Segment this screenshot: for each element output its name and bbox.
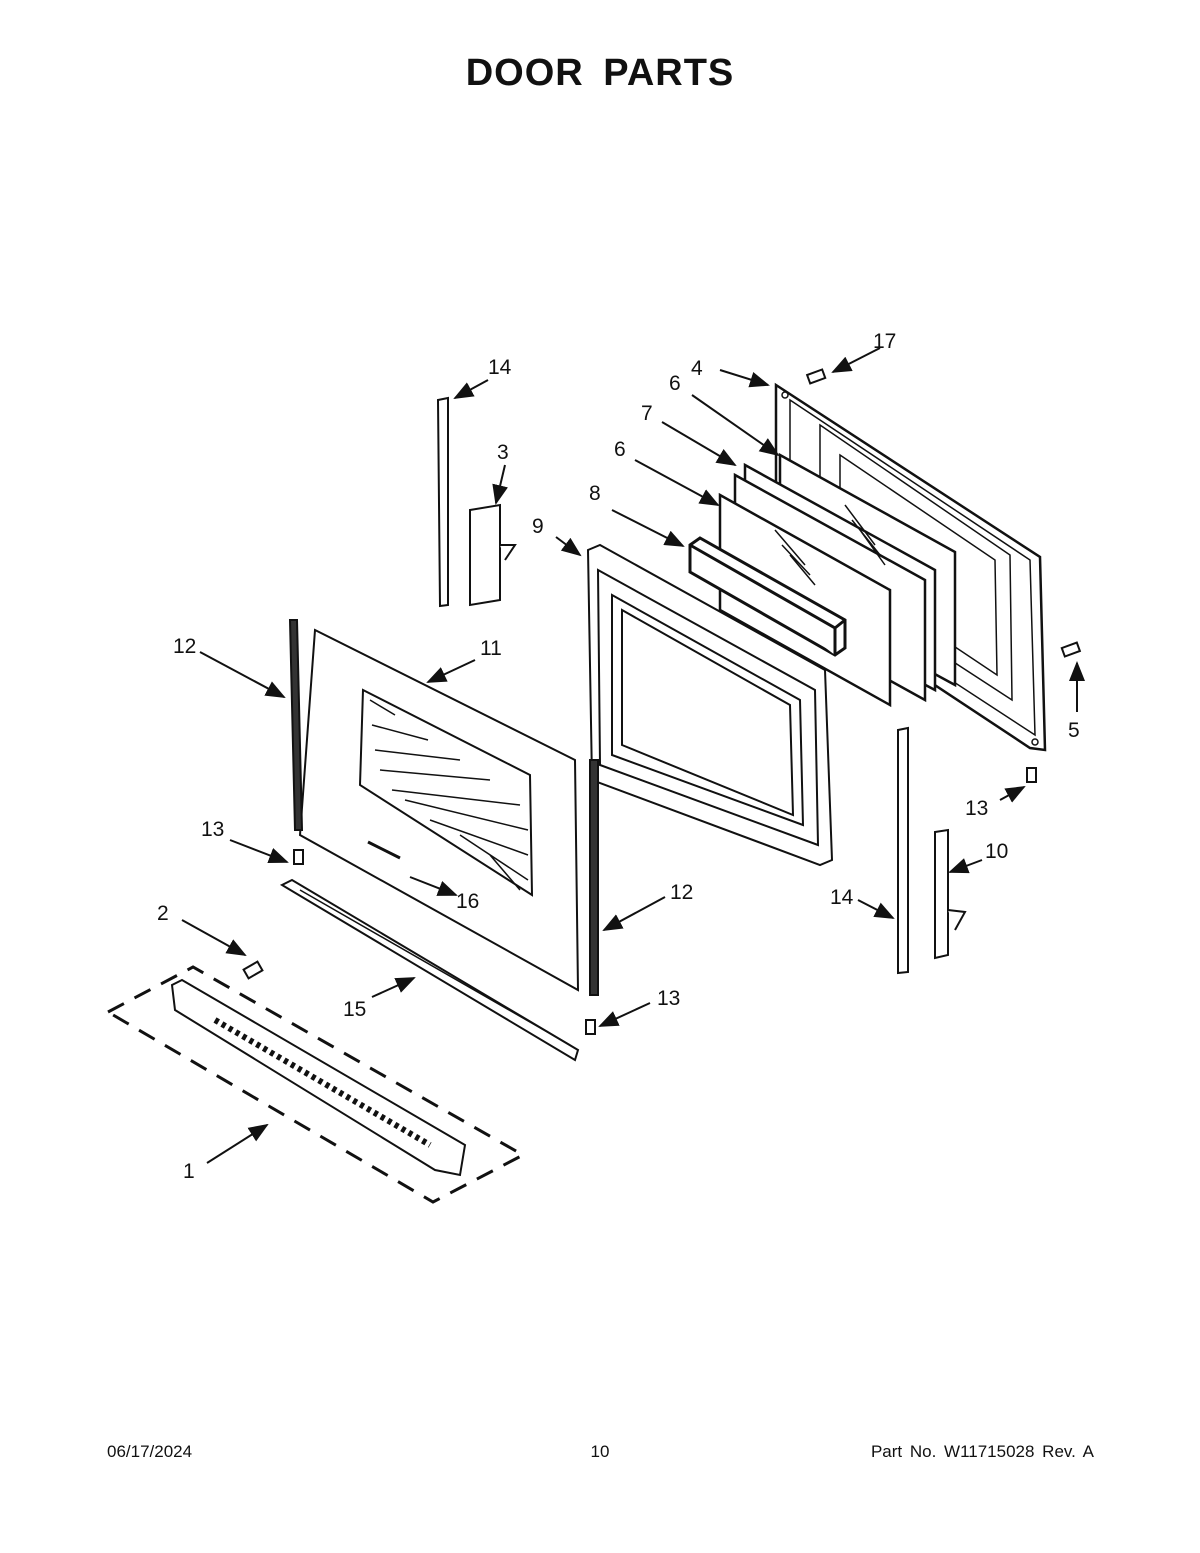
- callout-15: 15: [343, 998, 366, 1021]
- callout-17: 17: [873, 330, 896, 353]
- callout-6-lower: 6: [614, 438, 626, 461]
- callout-14-top: 14: [488, 356, 512, 379]
- callout-4: 4: [691, 357, 703, 380]
- callout-13-left: 13: [201, 818, 224, 841]
- glass-pack: [718, 452, 957, 708]
- callout-7: 7: [641, 402, 653, 425]
- vent-bracket: [279, 878, 580, 1062]
- footer-date: 06/17/2024: [107, 1442, 193, 1461]
- side-trim: [288, 619, 599, 996]
- inner-door-liner: [586, 543, 834, 867]
- callout-3: 3: [497, 441, 509, 464]
- callout-2: 2: [157, 902, 169, 925]
- callout-1: 1: [183, 1160, 195, 1183]
- callout-8: 8: [589, 482, 601, 505]
- page-title: DOOR PARTS: [465, 52, 735, 94]
- footer-page-number: 10: [590, 1442, 610, 1461]
- insulation-block: [688, 536, 847, 657]
- callout-12-right: 12: [670, 881, 693, 904]
- callout-5: 5: [1068, 719, 1080, 742]
- callout-6-upper: 6: [669, 372, 681, 395]
- callout-10: 10: [985, 840, 1008, 863]
- callout-arrows: [181, 347, 1085, 1164]
- callout-12-left: 12: [173, 635, 196, 658]
- callout-13-bottom: 13: [657, 987, 680, 1010]
- footer-part-number: Part No. W11715028 Rev. A: [870, 1442, 1094, 1461]
- hinge-icon: [469, 503, 967, 960]
- callout-16: 16: [456, 890, 479, 913]
- callout-9: 9: [532, 515, 544, 538]
- callout-11: 11: [480, 637, 502, 660]
- callout-13-right: 13: [965, 797, 988, 820]
- screw-icon: [242, 368, 1082, 1035]
- callout-14-right: 14: [830, 886, 854, 909]
- outer-glass: [298, 628, 580, 992]
- hinge-arm: [436, 396, 909, 975]
- door-handle-icon: [104, 965, 527, 1204]
